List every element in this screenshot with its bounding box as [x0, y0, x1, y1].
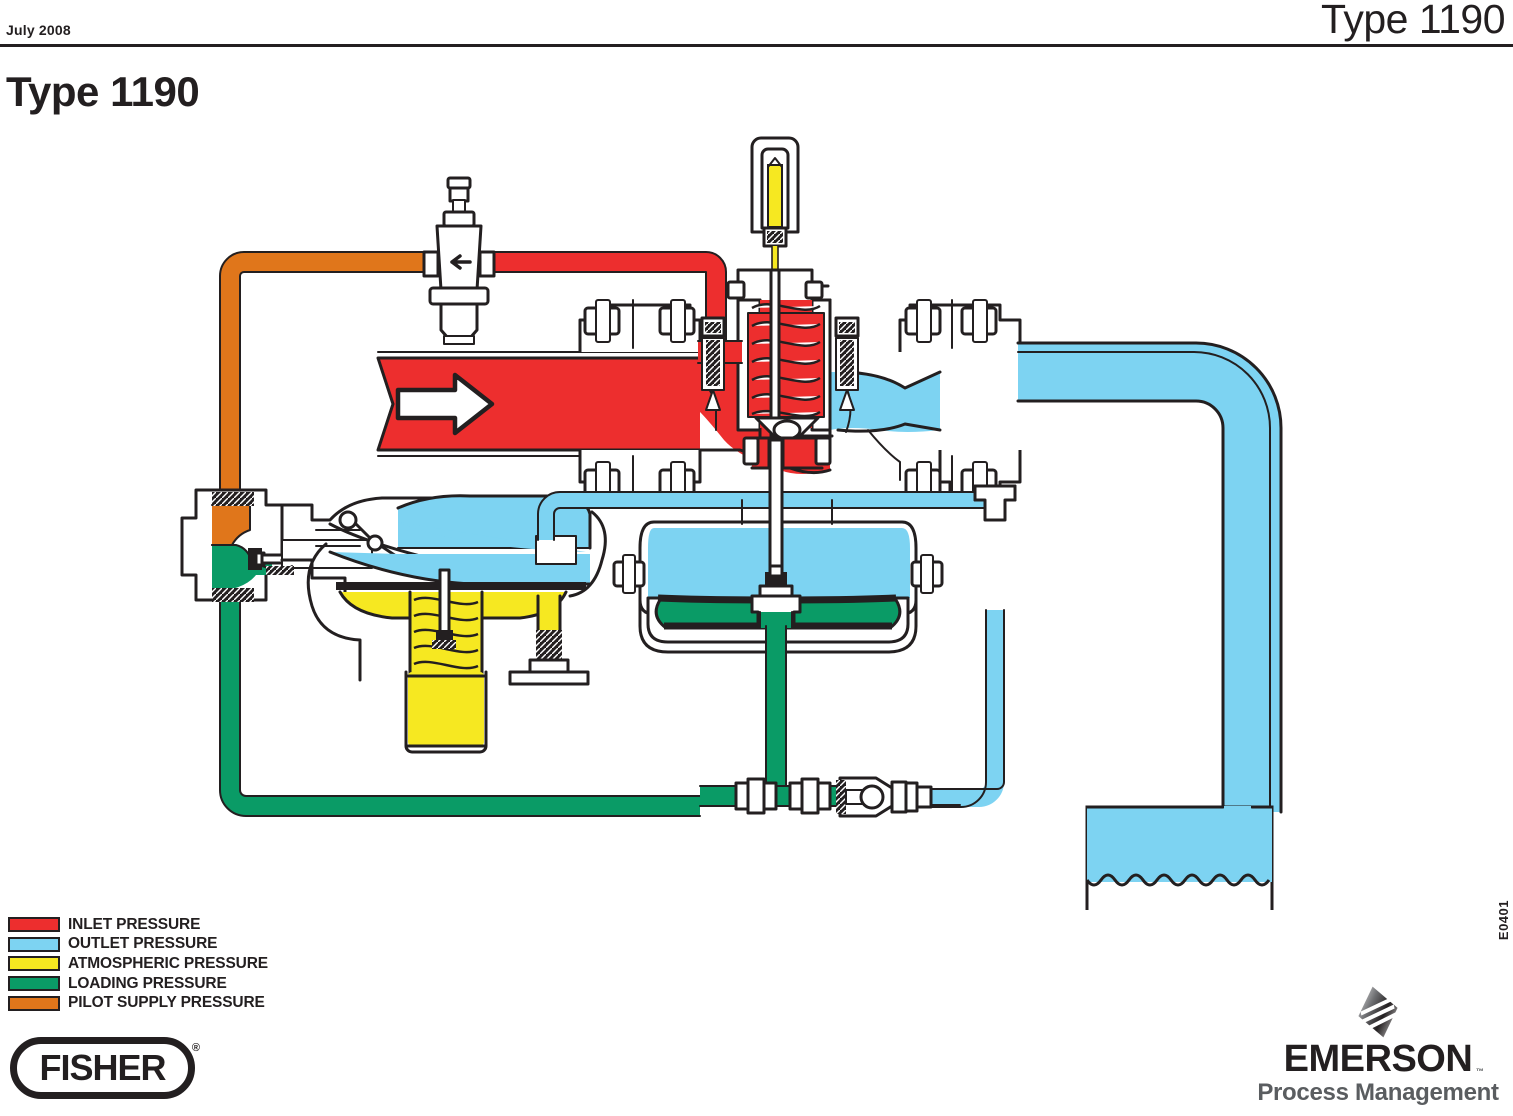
inlet-flange — [578, 299, 702, 505]
legend-swatch-atmospheric — [8, 956, 60, 972]
legend-item-loading: LOADING PRESSURE — [8, 974, 268, 994]
pressure-schematic-figure: .ln{fill:none;stroke:#231f20;stroke-widt… — [0, 120, 1513, 910]
legend-label-pilot: PILOT SUPPLY PRESSURE — [68, 994, 265, 1012]
emerson-logo: EMERSON ™ Process Management — [1249, 985, 1507, 1113]
legend-item-atmospheric: ATMOSPHERIC PRESSURE — [8, 954, 268, 974]
legend-label-loading: LOADING PRESSURE — [68, 974, 227, 992]
legend-swatch-loading — [8, 976, 60, 992]
flow-direction-arrow — [395, 372, 495, 436]
emerson-diamond-icon — [1358, 986, 1398, 1038]
emerson-wordmark-text: EMERSON — [1283, 1038, 1473, 1080]
legend-label-atmospheric: ATMOSPHERIC PRESSURE — [68, 954, 268, 972]
outlet-sense-line-outer — [899, 609, 1005, 808]
fisher-registered-mark: ® — [191, 1042, 200, 1054]
header-date: July 2008 — [6, 22, 71, 38]
fisher-logo: FISHER ® — [10, 1037, 200, 1099]
header-running-title: Type 1190 — [1321, 0, 1505, 42]
emerson-trademark: ™ — [1475, 1067, 1484, 1076]
pilot-regulator — [180, 488, 607, 754]
legend-item-inlet: INLET PRESSURE — [8, 915, 268, 935]
legend-swatch-inlet — [8, 917, 60, 933]
page-title: Type 1190 — [6, 68, 200, 115]
legend-label-inlet: INLET PRESSURE — [68, 915, 201, 933]
sense-line-tee — [973, 484, 1017, 522]
legend-label-outlet: OUTLET PRESSURE — [68, 935, 218, 953]
main-valve-bonnet — [697, 136, 832, 470]
legend-item-pilot: PILOT SUPPLY PRESSURE — [8, 993, 268, 1013]
fisher-wordmark: FISHER — [39, 1047, 166, 1088]
emerson-tagline: Process Management — [1257, 1079, 1499, 1106]
inlet-pipe — [376, 351, 702, 457]
main-spring — [751, 303, 821, 418]
emerson-wordmark: EMERSON ™ — [1283, 1038, 1484, 1080]
bottom-manifold — [699, 776, 961, 818]
pilot-supply-line — [219, 251, 431, 506]
outlet-main-pipe — [1016, 341, 1283, 814]
figure-code: E0401 — [1496, 900, 1511, 941]
loading-pressure-line-left — [219, 599, 701, 817]
pipe-union-right — [788, 777, 832, 815]
pipe-union-left — [734, 777, 778, 815]
legend-swatch-outlet — [8, 936, 60, 952]
pressure-legend: INLET PRESSURE OUTLET PRESSURE ATMOSPHER… — [8, 915, 268, 1013]
process-vessel — [1085, 805, 1274, 910]
filter-flow-arrow — [450, 254, 472, 270]
header-divider — [0, 44, 1513, 47]
supply-filter — [422, 176, 496, 345]
legend-item-outlet: OUTLET PRESSURE — [8, 935, 268, 955]
loading-pressure-downpipe — [765, 625, 787, 807]
valve-cutaway-diagram: .ln{fill:none;stroke:#231f20;stroke-widt… — [180, 136, 1283, 910]
flow-restrictor — [836, 776, 908, 818]
legend-swatch-pilot — [8, 995, 60, 1011]
